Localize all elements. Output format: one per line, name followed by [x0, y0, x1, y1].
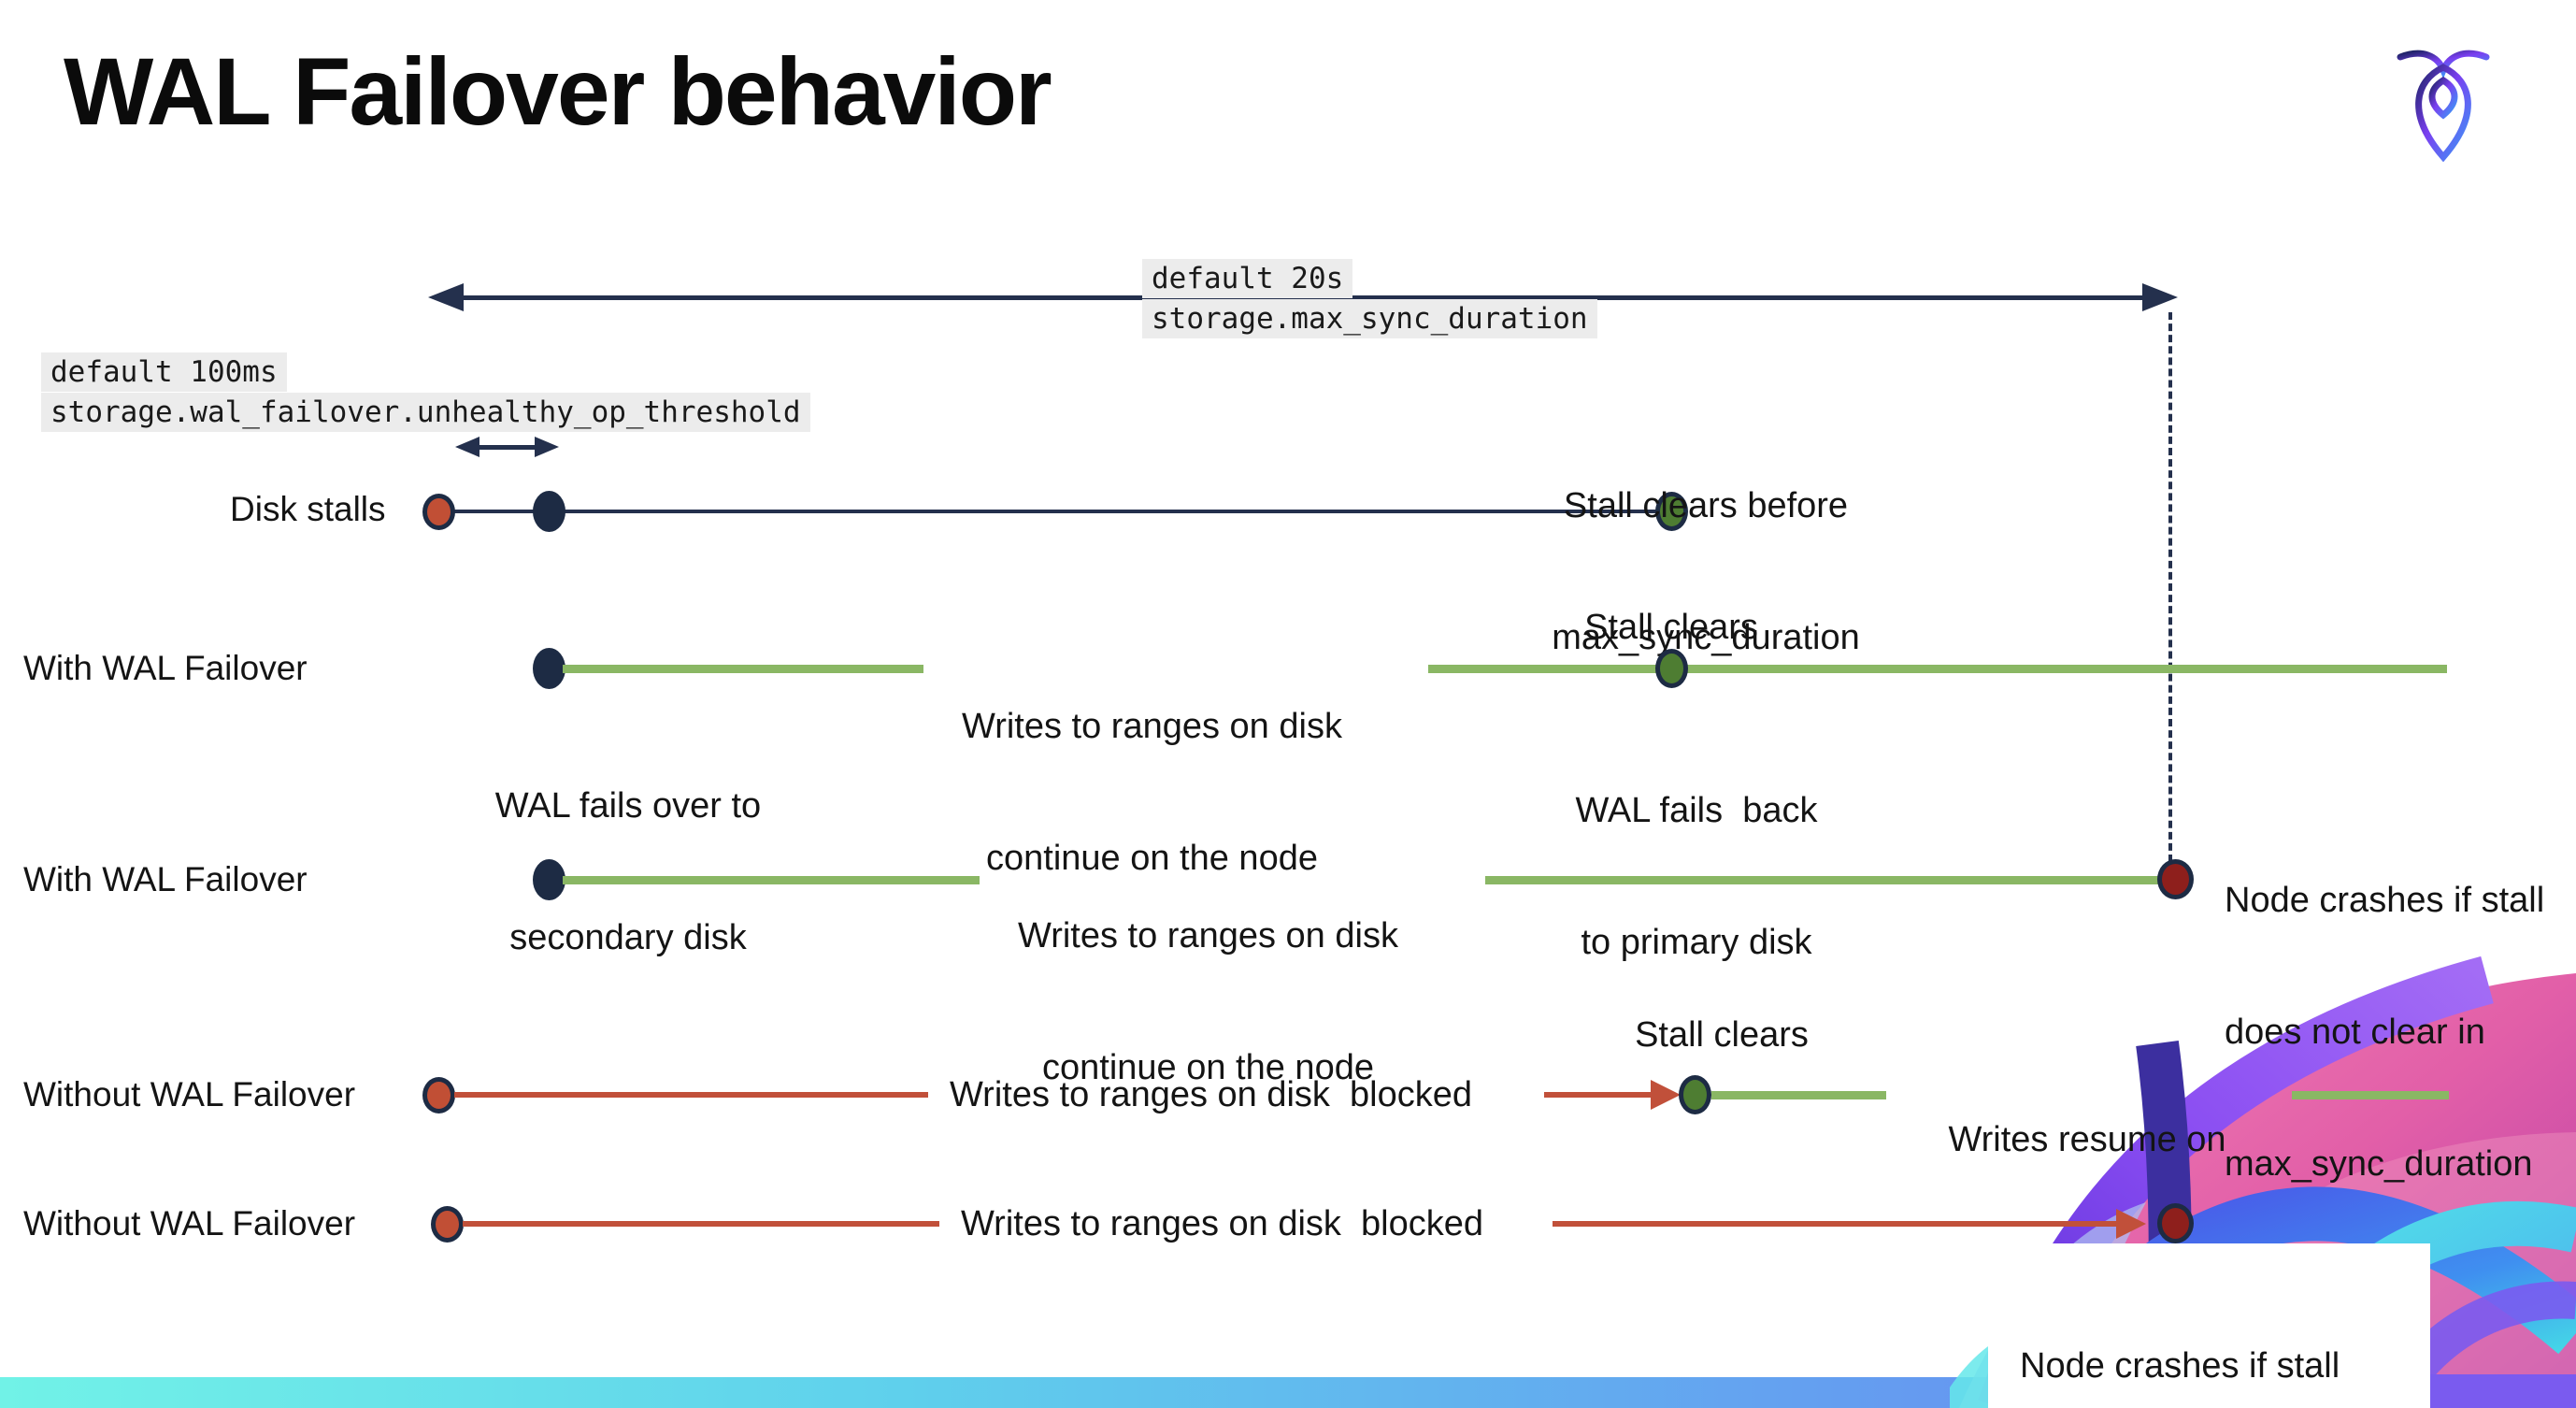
- red-arrowhead-row4-icon: [1651, 1080, 1681, 1110]
- disk-stall-timeline: [438, 510, 1671, 513]
- node-crashes-text-row5: Node crashes if stall does not clear in …: [2020, 1346, 2340, 1386]
- green-timeline-row3-seg1: [563, 876, 980, 884]
- green-timeline-row2-seg1: [563, 665, 923, 673]
- page-title: WAL Failover behavior: [64, 38, 1052, 145]
- max-sync-setting-label: storage.max_sync_duration: [1142, 299, 1597, 338]
- cockroachdb-logo-icon: [2397, 50, 2490, 163]
- stall-clears-dot-row2: [1655, 649, 1688, 688]
- threshold-span-line: [464, 445, 550, 450]
- green-timeline-row4-seg1: [1711, 1091, 1886, 1099]
- threshold-setting-label: storage.wal_failover.unhealthy_op_thresh…: [41, 393, 810, 432]
- writes-blocked-text-row4: Writes to ranges on disk blocked: [950, 1075, 1473, 1114]
- green-timeline-row4-seg2: [2292, 1091, 2449, 1099]
- red-timeline-row5-seg1: [463, 1221, 939, 1227]
- wal-fails-back-text: WAL fails back to primary disk: [1575, 791, 1818, 962]
- disk-stall-start-dot: [422, 494, 455, 530]
- stall-clears-text-row4: Stall clears: [1635, 1015, 1809, 1055]
- green-timeline-row2-seg2: [1428, 665, 2447, 673]
- red-arrowhead-row5-icon: [2116, 1209, 2146, 1239]
- red-timeline-row4-seg1: [454, 1092, 928, 1098]
- disk-stall-dot-row5: [431, 1206, 464, 1243]
- arrowhead-right-icon: [2142, 283, 2178, 311]
- row-label-with-wal-2: With WAL Failover: [23, 860, 308, 898]
- wal-fails-over-text: WAL fails over to secondary disk: [494, 786, 762, 957]
- row-label-disk-stalls: Disk stalls: [230, 490, 386, 528]
- row-label-with-wal-1: With WAL Failover: [23, 649, 308, 687]
- row-label-without-wal-2: Without WAL Failover: [23, 1204, 356, 1243]
- red-timeline-row5-seg2: [1553, 1221, 2133, 1227]
- disk-stall-dot-row4: [422, 1077, 455, 1113]
- node-crash-dot-row3: [2157, 859, 2194, 899]
- wal-failover-dot-row3: [533, 859, 565, 900]
- threshold-default-label: default 100ms: [41, 352, 287, 392]
- max-sync-default-label: default 20s: [1142, 259, 1353, 298]
- failover-threshold-dot: [533, 491, 565, 532]
- writes-continue-text-row3: Writes to ranges on disk continue on the…: [1018, 916, 1398, 1087]
- writes-blocked-text-row5: Writes to ranges on disk blocked: [961, 1204, 1484, 1243]
- red-timeline-row4-seg2: [1544, 1092, 1667, 1098]
- max-sync-deadline-dashed-line: [2168, 312, 2172, 862]
- small-arrowhead-right-icon: [535, 437, 559, 457]
- node-crashes-text-row3: Node crashes if stall does not clear in …: [2225, 881, 2545, 1184]
- node-crash-dot-row5: [2157, 1203, 2194, 1243]
- arrowhead-left-icon: [428, 283, 464, 311]
- green-timeline-row3-seg2: [1485, 876, 2165, 884]
- stall-clears-dot-row1: [1655, 492, 1688, 531]
- stall-clears-before-text: Stall clears before max_sync_duration: [1552, 486, 1860, 657]
- wal-failover-dot-row2: [533, 648, 565, 689]
- stall-clears-dot-row4: [1679, 1075, 1711, 1114]
- row-label-without-wal-1: Without WAL Failover: [23, 1075, 356, 1113]
- writes-continue-text-row2: Writes to ranges on disk continue on the…: [962, 707, 1342, 878]
- small-arrowhead-left-icon: [455, 437, 479, 457]
- node-crashes-note-box: Node crashes if stall does not clear in …: [1988, 1243, 2430, 1408]
- stall-clears-text-row2: Stall clears: [1584, 608, 1758, 647]
